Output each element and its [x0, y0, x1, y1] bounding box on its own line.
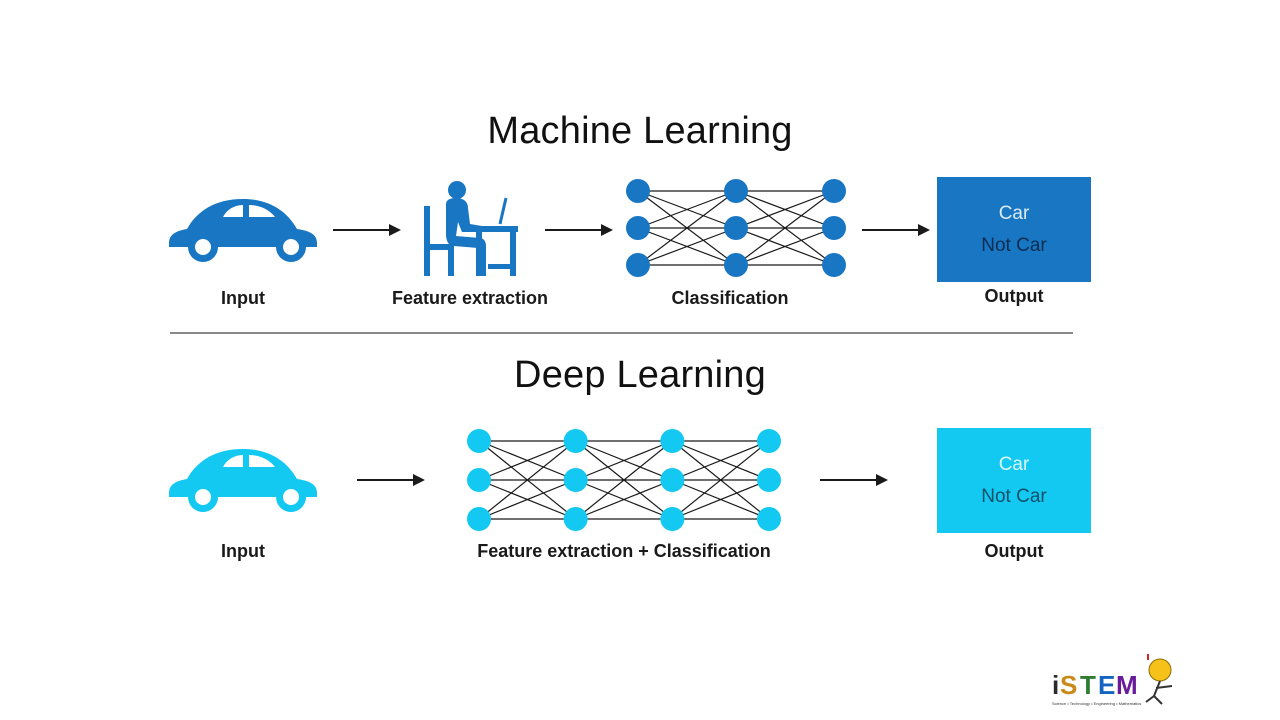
network-node [757, 468, 781, 492]
dl-output-label: Output [984, 541, 1044, 561]
istem-logo: i S T E M Science • Technology • Enginee… [1052, 654, 1173, 706]
network-node [822, 253, 846, 277]
network-connection [735, 227, 835, 266]
ml-output-label: Output [984, 286, 1044, 306]
network-connection [478, 479, 576, 520]
network-node [563, 429, 588, 453]
dl-input-label: Input [221, 541, 265, 561]
neural-network-icon [626, 179, 846, 277]
ml-input-label: Input [221, 288, 265, 308]
svg-text:i: i [1052, 670, 1059, 700]
network-connection [478, 440, 577, 520]
network-node [822, 179, 846, 203]
network-node [724, 253, 748, 277]
network-connection [478, 440, 576, 481]
network-node [626, 216, 650, 240]
dl-feature-classification-label: Feature extraction + Classification [477, 541, 771, 561]
arrow-right-icon [333, 224, 401, 236]
output-car-text: Car [998, 453, 1030, 475]
output-not-car-text: Not Car [981, 485, 1047, 507]
svg-text:T: T [1080, 670, 1096, 700]
network-connection [575, 440, 673, 481]
person-at-computer-icon [424, 181, 518, 276]
svg-text:E: E [1098, 670, 1115, 700]
network-node [626, 179, 650, 203]
ml-classification-label: Classification [671, 288, 789, 308]
network-node [757, 429, 781, 453]
arrow-right-icon [820, 474, 888, 486]
network-node [467, 429, 491, 453]
arrow-right-icon [862, 224, 930, 236]
network-node [660, 429, 685, 453]
ml-output-box: Car Not Car [937, 177, 1091, 282]
machine-learning-title: Machine Learning [487, 110, 793, 152]
network-node [660, 468, 685, 492]
network-connection [735, 190, 835, 229]
output-not-car-text: Not Car [981, 234, 1047, 256]
network-connection [575, 440, 673, 520]
ml-feature-extraction-label: Feature extraction [391, 288, 549, 308]
network-connection [575, 479, 673, 520]
section-divider [170, 332, 1073, 334]
network-node [757, 507, 781, 531]
network-connection [671, 440, 770, 520]
car-icon [169, 199, 317, 262]
network-node [467, 507, 491, 531]
network-connection [735, 190, 835, 266]
deep-learning-title: Deep Learning [514, 354, 766, 396]
network-node [563, 468, 588, 492]
arrow-right-icon [545, 224, 613, 236]
svg-text:M: M [1116, 670, 1138, 700]
network-node [724, 179, 748, 203]
network-connection [637, 190, 737, 229]
network-node [467, 468, 491, 492]
network-node [822, 216, 846, 240]
dl-output-box: Car Not Car [937, 428, 1091, 533]
network-connection [637, 227, 737, 266]
car-icon [169, 449, 317, 512]
network-connection [637, 190, 737, 266]
network-node [626, 253, 650, 277]
neural-network-icon [467, 429, 781, 531]
network-connection [672, 440, 770, 481]
logo-tagline: Science • Technology • Engineering • Mat… [1052, 701, 1141, 706]
output-car-text: Car [998, 202, 1030, 224]
network-connection [672, 479, 770, 520]
network-node [724, 216, 748, 240]
arrow-right-icon [357, 474, 425, 486]
network-node [660, 507, 685, 531]
svg-text:S: S [1060, 670, 1077, 700]
network-node [563, 507, 588, 531]
